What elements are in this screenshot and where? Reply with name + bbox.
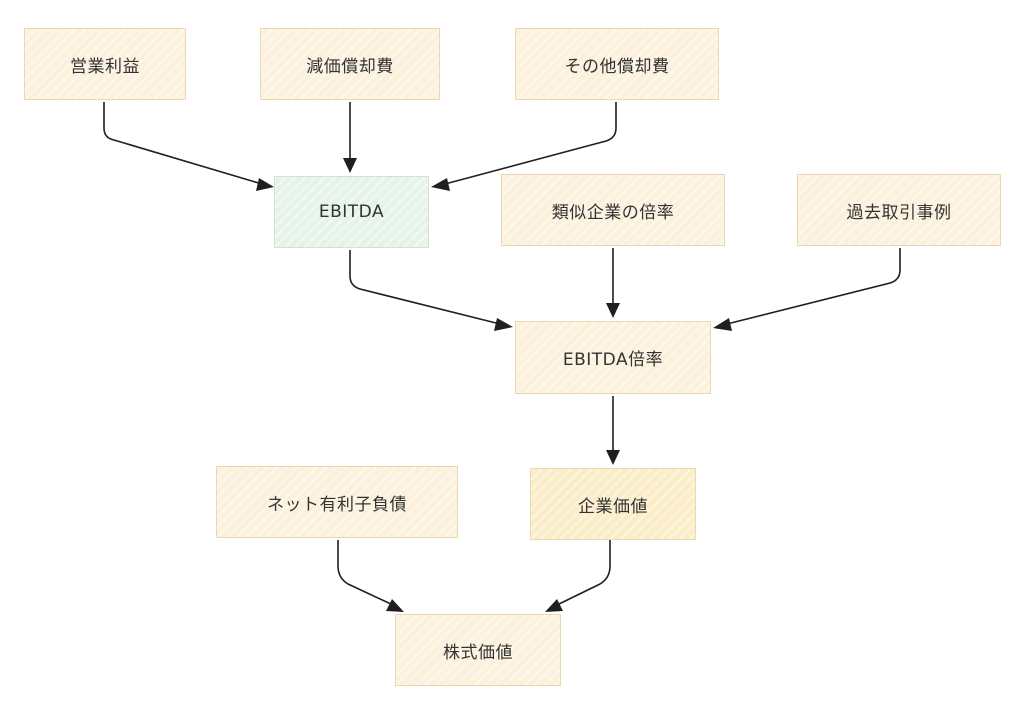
node-depreciation: 減価償却費 xyxy=(260,28,440,100)
node-ebitda: EBITDA xyxy=(274,176,429,248)
node-label: EBITDA xyxy=(318,202,385,222)
node-label: ネット有利子負債 xyxy=(267,494,407,515)
edge-ebitda-multiple-to-enterprise-value xyxy=(606,396,620,465)
node-label: 減価償却費 xyxy=(306,56,394,77)
node-label: 過去取引事例 xyxy=(846,202,952,223)
node-equity-value: 株式価値 xyxy=(395,614,561,686)
node-comparable-multiples: 類似企業の倍率 xyxy=(501,174,725,246)
node-precedent-transactions: 過去取引事例 xyxy=(797,174,1001,246)
node-label: 株式価値 xyxy=(443,642,513,663)
node-ebitda-multiple: EBITDA倍率 xyxy=(515,321,711,394)
edge-operating-profit-to-ebitda xyxy=(103,102,274,191)
node-operating-profit: 営業利益 xyxy=(24,28,186,100)
node-label: 営業利益 xyxy=(70,56,140,77)
node-label: 類似企業の倍率 xyxy=(551,202,675,223)
node-enterprise-value: 企業価値 xyxy=(530,468,696,540)
node-label: EBITDA倍率 xyxy=(562,350,664,370)
edge-precedents-to-ebitda-multiple xyxy=(713,248,901,331)
node-other-amortization: その他償却費 xyxy=(515,28,719,100)
edge-net-debt-to-equity-value xyxy=(337,540,404,612)
edge-comparables-to-ebitda-multiple xyxy=(606,248,620,318)
node-net-debt: ネット有利子負債 xyxy=(216,466,458,538)
edge-ebitda-to-ebitda-multiple xyxy=(349,250,513,331)
edge-other-amortization-to-ebitda xyxy=(431,102,617,191)
edge-enterprise-value-to-equity-value xyxy=(545,540,611,612)
node-label: 企業価値 xyxy=(578,496,648,517)
edge-depreciation-to-ebitda xyxy=(343,102,357,173)
node-label: その他償却費 xyxy=(564,56,670,77)
